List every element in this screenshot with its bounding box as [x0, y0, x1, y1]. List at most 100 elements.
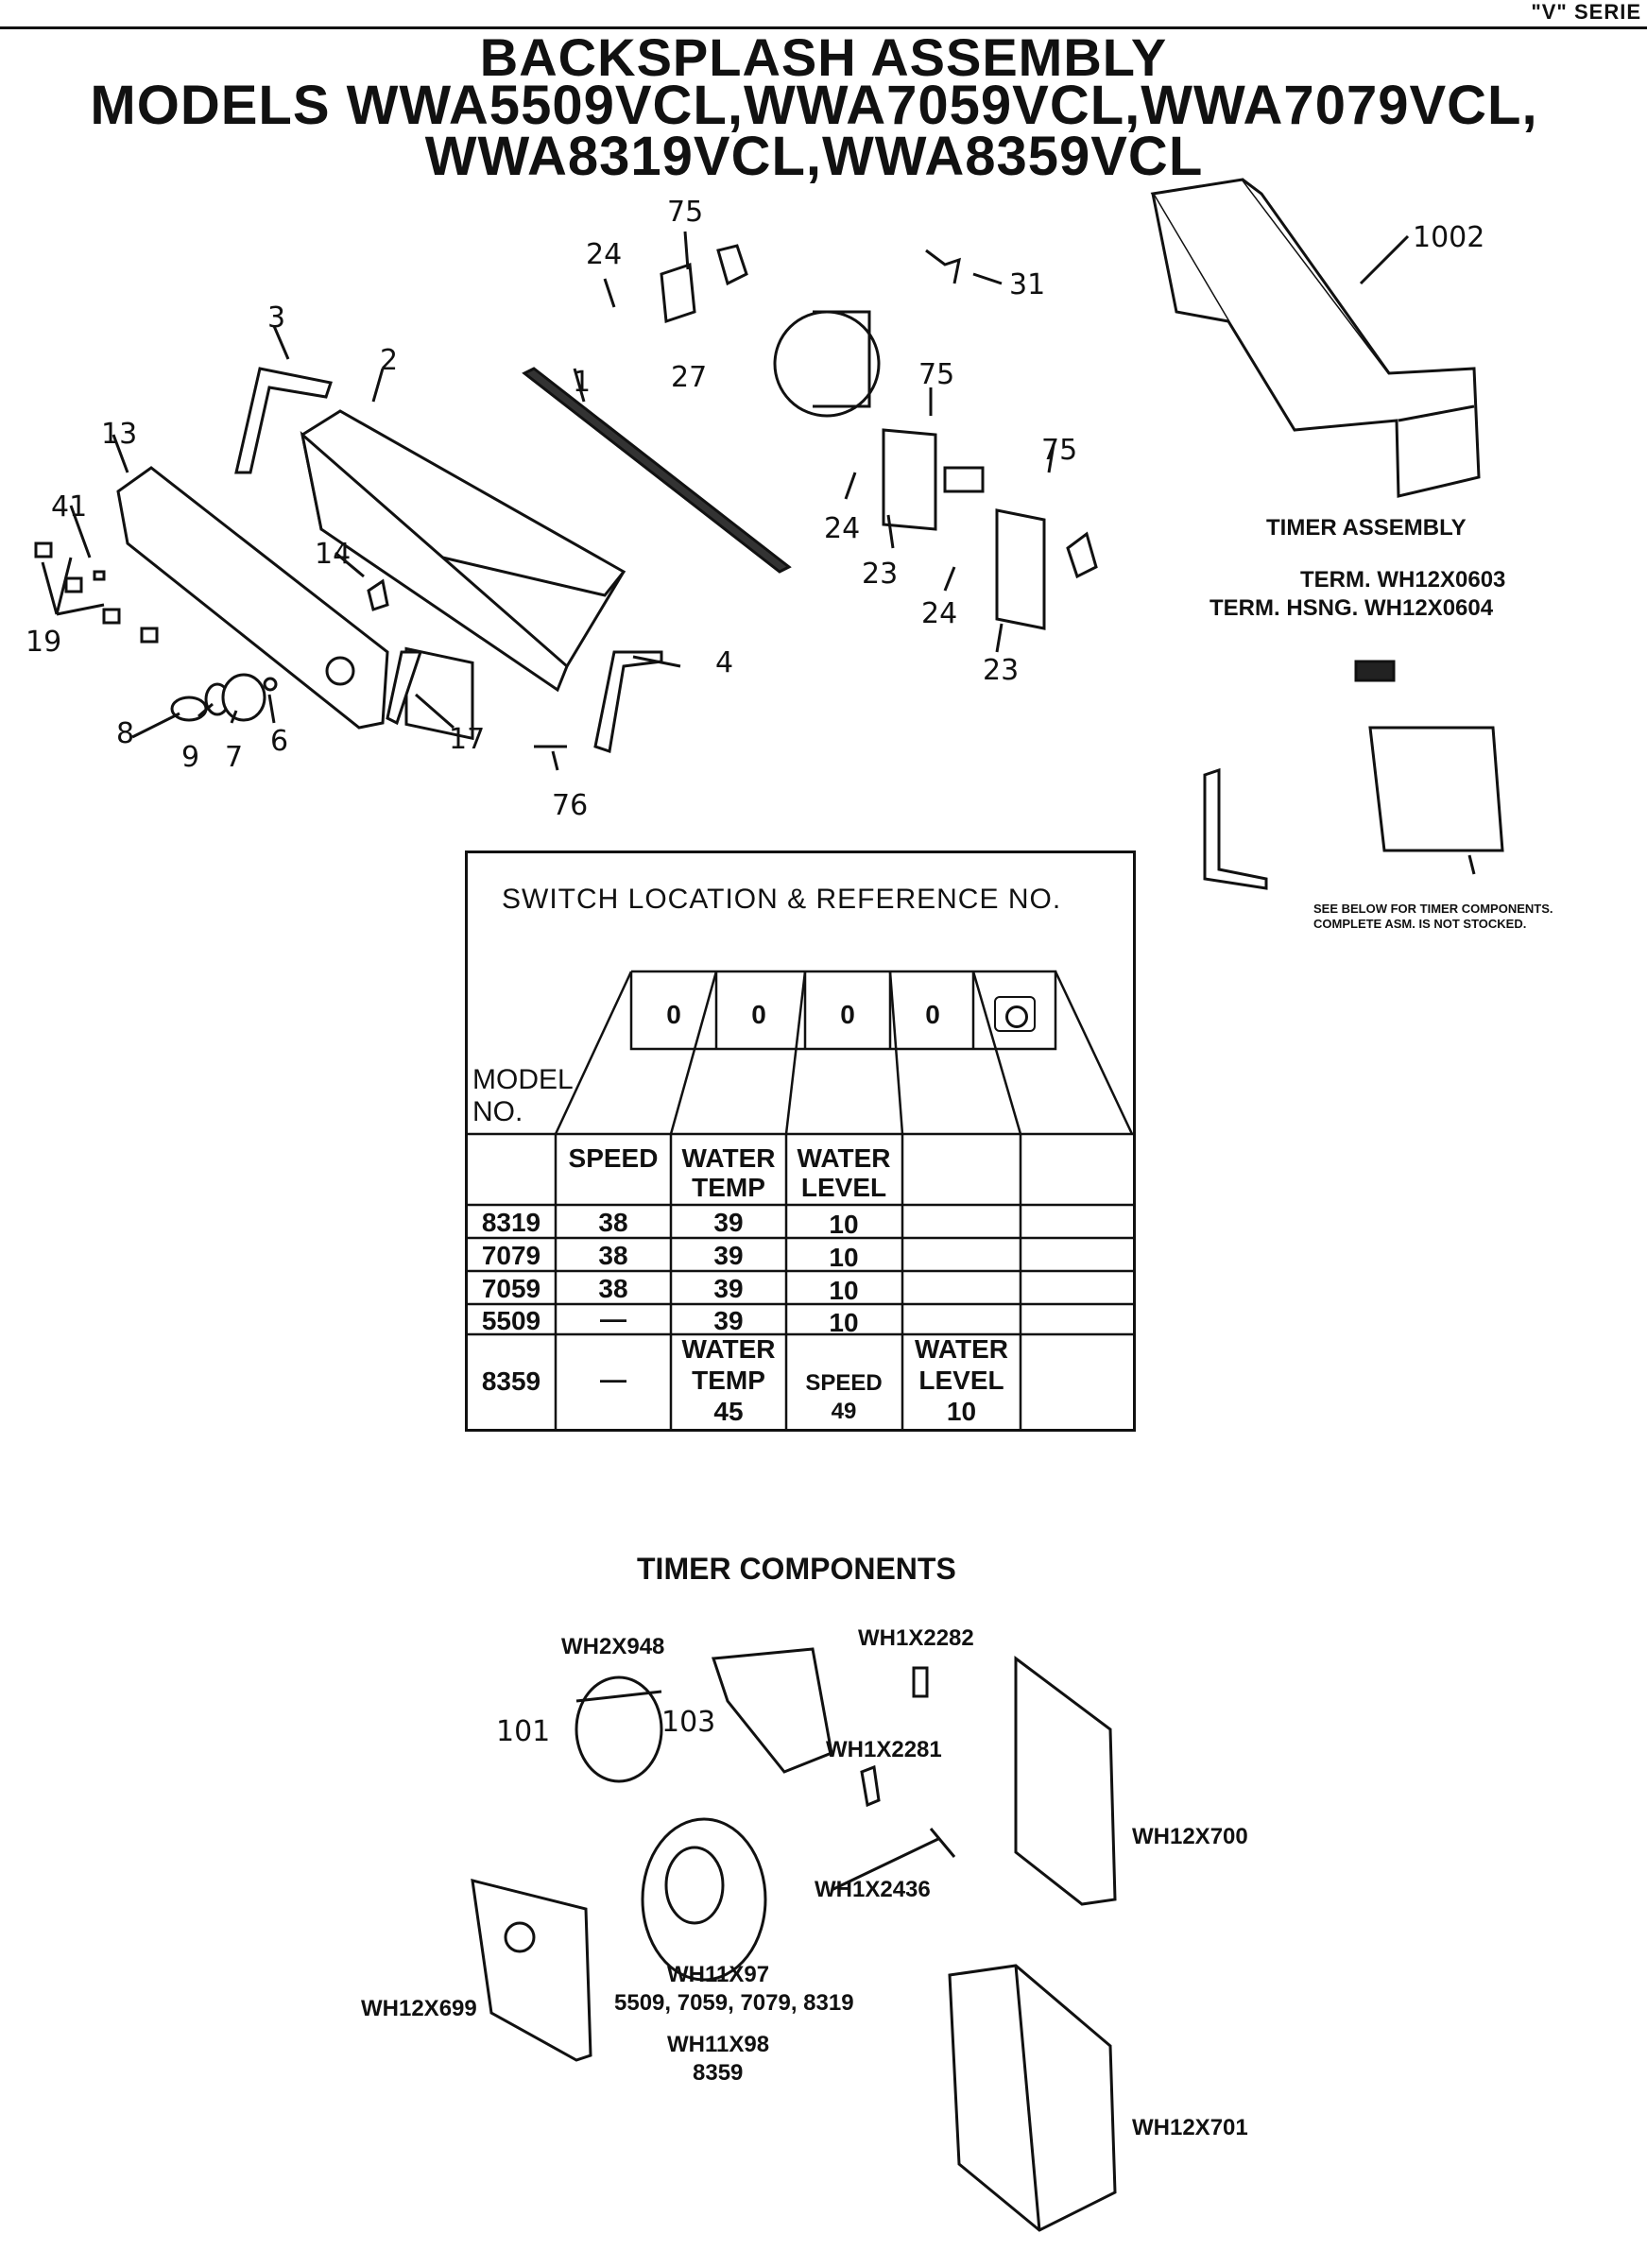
- callout-24-lower: 24: [921, 597, 958, 630]
- shaft-wh1x2436: [831, 1828, 956, 1892]
- row-model: 8359: [481, 1366, 541, 1396]
- callout-24-top: 24: [586, 238, 623, 271]
- row-model: 7079: [481, 1241, 541, 1270]
- row-8359-c2-line2: TEMP: [692, 1366, 765, 1395]
- dial-7: [221, 673, 266, 722]
- label-wh11x98: WH11X98: [667, 2032, 770, 2057]
- callout-23-right: 23: [983, 654, 1020, 687]
- switch-location-table: SWITCH LOCATION & REFERENCE NO.: [465, 850, 1136, 1432]
- row-temp: 39: [713, 1306, 744, 1335]
- model-label-2: NO.: [472, 1096, 523, 1127]
- row-level: 10: [829, 1243, 859, 1272]
- console-panel-2: [300, 409, 626, 741]
- models-line-2: WWA8319VCL,WWA8359VCL: [424, 126, 1204, 187]
- trim-strip-1: [522, 367, 792, 574]
- callout-101: 101: [496, 1715, 551, 1748]
- term-part: TERM. WH12X0603: [1300, 567, 1506, 593]
- callout-6: 6: [270, 725, 289, 758]
- callout-1: 1: [573, 366, 592, 399]
- term-housing-part: TERM. HSNG. WH12X0604: [1210, 595, 1494, 621]
- table-lines: [554, 970, 1134, 1135]
- row-level: 10: [829, 1210, 859, 1239]
- callout-19: 19: [26, 626, 62, 659]
- row-level: 10: [829, 1276, 859, 1305]
- model-label-1: MODEL: [472, 1064, 574, 1095]
- label-wh11x98-models: 8359: [693, 2060, 744, 2086]
- label-wh11x97-models: 5509, 7059, 7079, 8319: [614, 1990, 854, 2016]
- clip-wh1x2281: [860, 1764, 881, 1808]
- row-8359-c2-line1: WATER: [681, 1334, 776, 1364]
- nameplate-13: [116, 466, 389, 730]
- knob-symbol-4: 0: [925, 1000, 940, 1029]
- row-level: 10: [829, 1308, 859, 1337]
- models-line-1: MODELS WWA5509VCL,WWA7059VCL,WWA7079VCL,: [90, 75, 1538, 136]
- callout-75-right: 75: [1041, 434, 1078, 467]
- callout-41: 41: [51, 490, 88, 524]
- col-water-level-2: LEVEL: [800, 1173, 887, 1202]
- label-wh11x97: WH11X97: [667, 1962, 770, 1987]
- row-temp: 39: [713, 1208, 744, 1237]
- callout-75-top: 75: [667, 196, 704, 229]
- frame-wh12x700: [1014, 1656, 1117, 1906]
- label-wh1x2436: WH1X2436: [815, 1877, 931, 1902]
- label-wh12x701: WH12X701: [1132, 2115, 1248, 2140]
- timer-components-title: TIMER COMPONENTS: [637, 1552, 956, 1586]
- callout-24-mid: 24: [824, 512, 861, 545]
- callout-76: 76: [552, 789, 589, 822]
- row-model: 5509: [481, 1306, 541, 1335]
- frame-wh12x699: [471, 1879, 592, 2062]
- row-8359-c4-line3: 10: [946, 1397, 977, 1426]
- row-speed: 38: [598, 1208, 628, 1237]
- callout-17: 17: [449, 723, 486, 756]
- callout-8: 8: [116, 717, 135, 750]
- callout-103: 103: [661, 1706, 716, 1739]
- timer-note-1: SEE BELOW FOR TIMER COMPONENTS.: [1313, 902, 1553, 916]
- callout-27: 27: [671, 361, 708, 394]
- bracket-3: [234, 367, 333, 474]
- label-wh2x948: WH2X948: [561, 1634, 665, 1659]
- callout-14: 14: [315, 538, 352, 571]
- col-water-level-1: WATER: [797, 1143, 891, 1173]
- table-caption: SWITCH LOCATION & REFERENCE NO.: [502, 884, 1062, 915]
- row-8359-c3-line2: 49: [831, 1399, 857, 1424]
- series-label: "V" SERIE: [1531, 0, 1641, 24]
- backsplash-housing-1002: [1150, 178, 1481, 498]
- row-8359-c4-line1: WATER: [914, 1334, 1009, 1364]
- row-speed: 38: [598, 1241, 628, 1270]
- label-wh12x700: WH12X700: [1132, 1824, 1248, 1849]
- timer-assembly-title: TIMER ASSEMBLY: [1266, 515, 1467, 541]
- callout-13: 13: [101, 418, 138, 451]
- label-wh12x699: WH12X699: [361, 1996, 477, 2021]
- col-water-temp-1: WATER: [681, 1143, 776, 1173]
- terminal-housing-103: [711, 1647, 833, 1774]
- callout-23-left: 23: [862, 558, 899, 591]
- callout-7: 7: [225, 741, 244, 774]
- callout-9: 9: [181, 741, 200, 774]
- header-rule: [0, 26, 1647, 29]
- label-wh1x2281: WH1X2281: [826, 1737, 942, 1762]
- row-temp: 39: [713, 1241, 744, 1270]
- row-model: 8319: [481, 1208, 541, 1237]
- row-8359-c3-line1: SPEED: [805, 1370, 883, 1396]
- timer-assembly-art: [1203, 660, 1504, 890]
- row-speed: 38: [598, 1274, 628, 1303]
- col-water-temp-2: TEMP: [692, 1173, 765, 1202]
- row-temp: 39: [713, 1274, 744, 1303]
- label-wh1x2282: WH1X2282: [858, 1625, 974, 1651]
- callout-4: 4: [715, 646, 734, 679]
- callout-31: 31: [1009, 268, 1046, 301]
- callout-1002: 1002: [1413, 221, 1485, 254]
- timer-note-2: COMPLETE ASM. IS NOT STOCKED.: [1313, 917, 1527, 931]
- callout-75-mid: 75: [918, 358, 955, 391]
- callout-3: 3: [267, 301, 286, 335]
- terminal-wh1x2282: [912, 1666, 929, 1698]
- knob-symbol-1: 0: [666, 1000, 681, 1029]
- row-speed: —: [600, 1365, 626, 1394]
- row-8359-c4-line2: LEVEL: [918, 1366, 1004, 1395]
- row-speed: —: [600, 1304, 626, 1333]
- row-model: 7059: [481, 1274, 541, 1303]
- timer-icon: [994, 996, 1036, 1032]
- page-title: BACKSPLASH ASSEMBLY: [479, 27, 1168, 87]
